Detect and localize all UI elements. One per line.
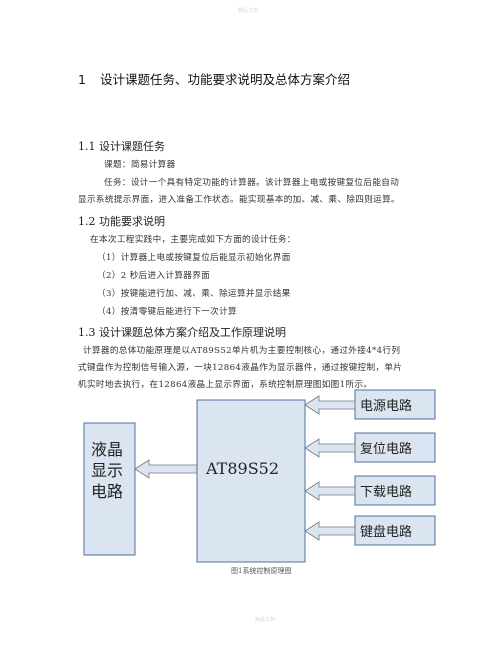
mcu-label: AT89S52: [205, 459, 279, 478]
s13-line3: 机实时地去执行，在12864液晶上显示界面，系统控制原理图如图1所示。: [78, 380, 373, 390]
s11-line1: 课题：简易计算器: [104, 160, 176, 170]
s13-line1: 计算器的总体功能原理是以AT89S52单片机为主要控制核心，通过外接4*4行列: [83, 346, 401, 356]
reset-circuit-label: 复位电路: [360, 441, 412, 457]
heading-1-text: 设计课题任务、功能要求说明及总体方案介绍: [100, 72, 351, 87]
s12-item-4: （4）按清零键后能进行下一次计算: [97, 307, 237, 317]
power-circuit-block: [354, 389, 436, 420]
watermark-bottom: 精品文档: [255, 617, 276, 623]
heading-1-number: 1: [78, 72, 86, 87]
watermark-top: 精品文档: [238, 8, 259, 14]
section-1-2-title: 1.2 功能要求说明: [78, 215, 165, 228]
lcd-label-2: 显示: [91, 461, 123, 480]
section-1-3-title: 1.3 设计课题总体方案介绍及工作原理说明: [78, 326, 286, 339]
lcd-block: [83, 422, 136, 556]
section-1-1-title: 1.1 设计课题任务: [78, 140, 165, 153]
s12-item-2: （2）2 秒后进入计算器界面: [97, 271, 211, 281]
lcd-label-3: 电路: [91, 482, 123, 501]
s11-line2: 任务：设计一个具有特定功能的计算器。该计算器上电或按键复位后能自动: [104, 178, 400, 188]
download-circuit-label: 下载电路: [360, 484, 412, 500]
keyboard-circuit-label: 键盘电路: [360, 524, 412, 540]
figure-caption: 图1系统控制原理图: [231, 567, 292, 575]
heading-1: 1 设计课题任务、功能要求说明及总体方案介绍: [78, 69, 350, 88]
keyboard-circuit-block: [354, 515, 436, 546]
arrow-from-download: [304, 481, 356, 501]
s12-intro: 在本次工程实践中，主要完成如下方面的设计任务：: [90, 235, 296, 245]
s11-line3: 显示系统提示界面，进入准备工作状态。能实现基本的加、减、乘、除四则运算。: [78, 195, 400, 205]
s12-item-1: （1）计算器上电或按键复位后能显示初始化界面: [97, 253, 291, 263]
s13-line2: 式键盘作为控制信号输入源，一块12864液晶作为显示器件，通过按键控制，单片: [78, 363, 403, 373]
lcd-label-1: 液晶: [91, 440, 123, 459]
arrow-from-power: [304, 395, 356, 415]
s12-item-3: （3）按键能进行加、减、乘、除运算并显示结果: [97, 289, 291, 299]
power-circuit-label: 电源电路: [360, 398, 412, 414]
arrow-from-reset: [304, 438, 356, 458]
download-circuit-block: [354, 475, 436, 506]
arrow-from-keyboard: [304, 521, 356, 541]
mcu-block: [196, 399, 306, 563]
arrow-to-lcd: [134, 459, 198, 479]
